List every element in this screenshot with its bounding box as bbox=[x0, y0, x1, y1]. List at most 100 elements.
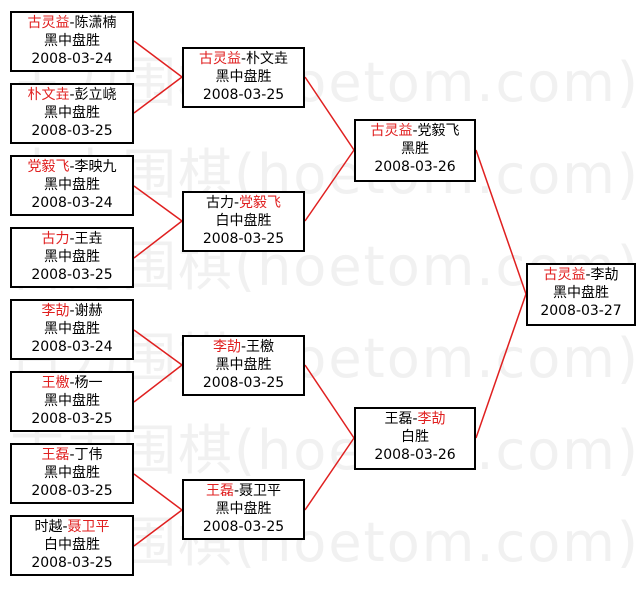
match-players: 王磊-聂卫平 bbox=[205, 483, 282, 499]
match-result: 黑中盘胜 bbox=[44, 249, 100, 265]
loser-name: 古力 bbox=[205, 195, 234, 211]
connector-line bbox=[304, 149, 355, 222]
match-date: 2008-03-24 bbox=[31, 195, 113, 211]
match-result: 黑中盘胜 bbox=[215, 357, 272, 373]
match-box: 党毅飞-李映九 黑中盘胜 2008-03-24 bbox=[10, 155, 134, 216]
match-result: 白中盘胜 bbox=[215, 213, 272, 229]
match-box: 古力-王垚 黑中盘胜 2008-03-25 bbox=[10, 227, 134, 288]
connector-line bbox=[304, 437, 355, 511]
connector-line bbox=[133, 185, 183, 222]
match-players: 古力-党毅飞 bbox=[205, 195, 282, 211]
match-players: 李劼-谢赫 bbox=[41, 303, 103, 319]
winner-name: 朴文垚 bbox=[27, 87, 70, 103]
match-result: 黑中盘胜 bbox=[44, 105, 100, 121]
match-players: 古灵益-党毅飞 bbox=[370, 123, 460, 139]
loser-name: 丁伟 bbox=[74, 447, 103, 463]
connector-line bbox=[133, 220, 183, 259]
connector-line bbox=[133, 40, 183, 78]
match-box: 李劼-谢赫 黑中盘胜 2008-03-24 bbox=[10, 299, 134, 360]
match-date: 2008-03-25 bbox=[202, 519, 285, 535]
loser-name: 杨一 bbox=[74, 375, 103, 391]
winner-name: 李劼 bbox=[41, 303, 70, 319]
connector-line bbox=[133, 509, 183, 547]
match-players: 时越-聂卫平 bbox=[34, 519, 110, 535]
winner-name: 王磊 bbox=[205, 483, 234, 499]
match-result: 黑中盘胜 bbox=[44, 321, 100, 337]
connector-line bbox=[304, 76, 355, 151]
winner-name: 王檄 bbox=[41, 375, 70, 391]
match-box: 王磊-李劼 白胜 2008-03-26 bbox=[354, 407, 476, 470]
match-result: 黑中盘胜 bbox=[44, 33, 100, 49]
match-date: 2008-03-24 bbox=[31, 339, 113, 355]
winner-name: 聂卫平 bbox=[67, 519, 110, 535]
loser-name: 王檄 bbox=[246, 339, 275, 355]
match-date: 2008-03-25 bbox=[202, 87, 285, 103]
match-players: 古力-王垚 bbox=[41, 231, 103, 247]
connector-line bbox=[133, 473, 183, 511]
match-box: 古力-党毅飞 白中盘胜 2008-03-25 bbox=[182, 191, 305, 252]
match-date: 2008-03-27 bbox=[540, 303, 622, 319]
match-date: 2008-03-25 bbox=[202, 231, 285, 247]
loser-name: 李映九 bbox=[74, 159, 117, 175]
winner-name: 古灵益 bbox=[198, 51, 241, 67]
match-date: 2008-03-25 bbox=[31, 411, 113, 427]
connector-line bbox=[133, 329, 183, 366]
connector-line bbox=[475, 293, 527, 439]
match-box: 李劼-王檄 黑中盘胜 2008-03-25 bbox=[182, 335, 305, 396]
match-box: 王檄-杨一 黑中盘胜 2008-03-25 bbox=[10, 371, 134, 432]
loser-name: 彭立峣 bbox=[74, 87, 117, 103]
winner-name: 党毅飞 bbox=[239, 195, 282, 211]
match-result: 黑中盘胜 bbox=[553, 285, 609, 301]
loser-name: 时越 bbox=[34, 519, 63, 535]
winner-name: 李劼 bbox=[212, 339, 241, 355]
connector-line bbox=[133, 364, 183, 403]
match-players: 古灵益-李劼 bbox=[543, 267, 619, 283]
loser-name: 党毅飞 bbox=[417, 123, 460, 139]
match-players: 古灵益-陈潇楠 bbox=[27, 15, 117, 31]
match-box: 古灵益-朴文垚 黑中盘胜 2008-03-25 bbox=[182, 47, 305, 108]
match-players: 王檄-杨一 bbox=[41, 375, 103, 391]
match-result: 黑胜 bbox=[401, 141, 429, 157]
connector-line bbox=[133, 76, 183, 114]
match-result: 黑中盘胜 bbox=[215, 69, 272, 85]
winner-name: 李劼 bbox=[417, 411, 446, 427]
match-date: 2008-03-25 bbox=[202, 375, 285, 391]
match-result: 黑中盘胜 bbox=[44, 465, 100, 481]
match-date: 2008-03-25 bbox=[31, 123, 113, 139]
match-players: 党毅飞-李映九 bbox=[27, 159, 117, 175]
winner-name: 党毅飞 bbox=[27, 159, 70, 175]
winner-name: 古灵益 bbox=[27, 15, 70, 31]
match-date: 2008-03-25 bbox=[31, 555, 113, 571]
loser-name: 陈潇楠 bbox=[74, 15, 117, 31]
loser-name: 王磊 bbox=[384, 411, 413, 427]
match-result: 黑中盘胜 bbox=[44, 177, 100, 193]
connector-line bbox=[475, 149, 527, 295]
final-match-box: 古灵益-李劼 黑中盘胜 2008-03-27 bbox=[526, 263, 636, 326]
match-result: 黑中盘胜 bbox=[44, 393, 100, 409]
winner-name: 古灵益 bbox=[370, 123, 413, 139]
match-date: 2008-03-25 bbox=[31, 267, 113, 283]
match-box: 朴文垚-彭立峣 黑中盘胜 2008-03-25 bbox=[10, 83, 134, 144]
match-box: 王磊-聂卫平 黑中盘胜 2008-03-25 bbox=[182, 479, 305, 540]
winner-name: 古力 bbox=[41, 231, 70, 247]
match-result: 白中盘胜 bbox=[44, 537, 100, 553]
loser-name: 聂卫平 bbox=[239, 483, 282, 499]
match-players: 朴文垚-彭立峣 bbox=[27, 87, 117, 103]
match-date: 2008-03-24 bbox=[31, 51, 113, 67]
winner-name: 王磊 bbox=[41, 447, 70, 463]
connector-line bbox=[304, 364, 355, 439]
match-date: 2008-03-25 bbox=[31, 483, 113, 499]
match-date: 2008-03-26 bbox=[374, 447, 456, 463]
match-box: 王磊-丁伟 黑中盘胜 2008-03-25 bbox=[10, 443, 134, 504]
match-players: 古灵益-朴文垚 bbox=[198, 51, 289, 67]
loser-name: 谢赫 bbox=[74, 303, 103, 319]
match-box: 古灵益-党毅飞 黑胜 2008-03-26 bbox=[354, 119, 476, 182]
match-players: 王磊-丁伟 bbox=[41, 447, 103, 463]
match-result: 黑中盘胜 bbox=[215, 501, 272, 517]
match-box: 时越-聂卫平 白中盘胜 2008-03-25 bbox=[10, 515, 134, 576]
loser-name: 朴文垚 bbox=[246, 51, 289, 67]
match-players: 李劼-王檄 bbox=[212, 339, 275, 355]
loser-name: 李劼 bbox=[590, 267, 619, 283]
match-box: 古灵益-陈潇楠 黑中盘胜 2008-03-24 bbox=[10, 11, 134, 72]
